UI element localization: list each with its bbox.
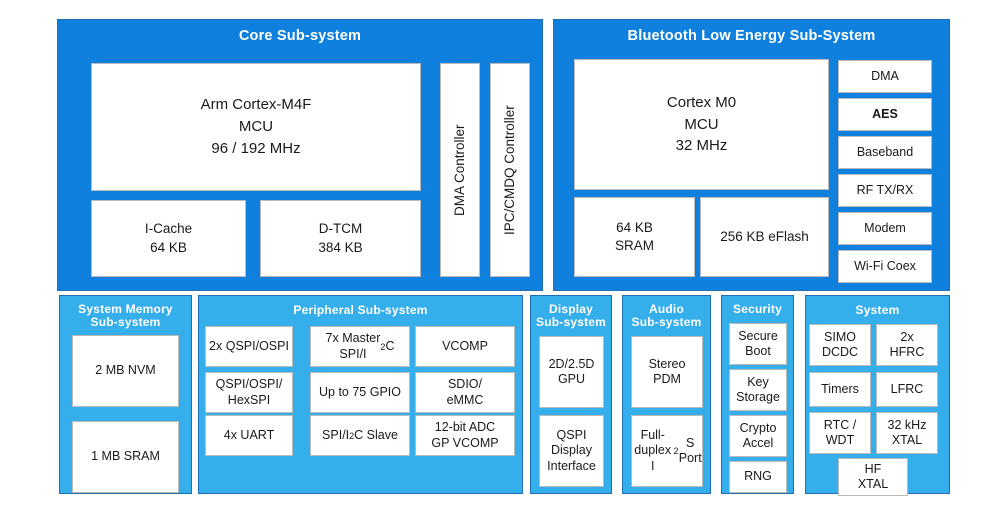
block-2d-2-5d-gpu: 2D/2.5D GPU bbox=[539, 336, 604, 408]
block-ble-sram: 64 KB SRAM bbox=[574, 197, 695, 277]
block-crypto-accel: Crypto Accel bbox=[729, 415, 787, 457]
peripheral-subsystem-title: Peripheral Sub-system bbox=[293, 303, 428, 317]
block-ble-aes: AES bbox=[838, 98, 932, 131]
block-rng: RNG bbox=[729, 461, 787, 493]
block-2mb-nvm: 2 MB NVM bbox=[72, 335, 179, 407]
block-key-storage: Key Storage bbox=[729, 369, 787, 411]
display-subsystem-title: Display Sub-system bbox=[535, 302, 607, 330]
block-ble-eflash: 256 KB eFlash bbox=[700, 197, 829, 277]
block-simo-dcdc: SIMO DCDC bbox=[809, 324, 871, 366]
block-cortex-m0-mcu: Cortex M0 MCU 32 MHz bbox=[574, 59, 829, 190]
block-periph-up-to-75-gpio: Up to 75 GPIO bbox=[310, 372, 410, 413]
block-hf-xtal: HF XTAL bbox=[838, 458, 908, 496]
block-qspi-display-interface: QSPI Display Interface bbox=[539, 415, 604, 487]
block-ipc-cmdq-controller: IPC/CMDQ Controller bbox=[490, 63, 530, 277]
audio-subsystem-title: Audio Sub-system bbox=[631, 302, 702, 330]
block-secure-boot: Secure Boot bbox=[729, 323, 787, 365]
block-d-tcm: D-TCM 384 KB bbox=[260, 200, 421, 277]
block-periph-4x-uart: 4x UART bbox=[205, 415, 293, 456]
block-32khz-xtal: 32 kHz XTAL bbox=[876, 412, 938, 454]
system-subsystem-title: System bbox=[855, 303, 900, 317]
block-i-cache: I-Cache 64 KB bbox=[91, 200, 246, 277]
block-ble-rf-tx-rx: RF TX/RX bbox=[838, 174, 932, 207]
block-rtc-wdt: RTC / WDT bbox=[809, 412, 871, 454]
block-1mb-sram: 1 MB SRAM bbox=[72, 421, 179, 493]
block-ble-dma: DMA bbox=[838, 60, 932, 93]
core-subsystem-title: Core Sub-system bbox=[238, 28, 362, 44]
security-subsystem-title: Security bbox=[733, 302, 782, 316]
block-arm-cortex-m4f-mcu: Arm Cortex-M4F MCU 96 / 192 MHz bbox=[91, 63, 421, 191]
block-ble-baseband: Baseband bbox=[838, 136, 932, 169]
block-lfrc: LFRC bbox=[876, 372, 938, 407]
block-periph-sdio-emmc: SDIO/eMMC bbox=[415, 372, 515, 413]
block-periph-vcomp: VCOMP bbox=[415, 326, 515, 367]
block-dma-controller: DMA Controller bbox=[440, 63, 480, 277]
ble-subsystem-title: Bluetooth Low Energy Sub-System bbox=[627, 28, 876, 44]
block-timers: Timers bbox=[809, 372, 871, 407]
block-periph-2x-qspi-ospi: 2x QSPI/OSPI bbox=[205, 326, 293, 367]
block-ble-wi-fi-coex: Wi-Fi Coex bbox=[838, 250, 932, 283]
block-ble-modem: Modem bbox=[838, 212, 932, 245]
block-periph-qspi-ospi-hexspi: QSPI/OSPI/HexSPI bbox=[205, 372, 293, 413]
block-2x-hfrc: 2x HFRC bbox=[876, 324, 938, 366]
system-memory-subsystem-title: System Memory Sub-system bbox=[78, 302, 173, 330]
